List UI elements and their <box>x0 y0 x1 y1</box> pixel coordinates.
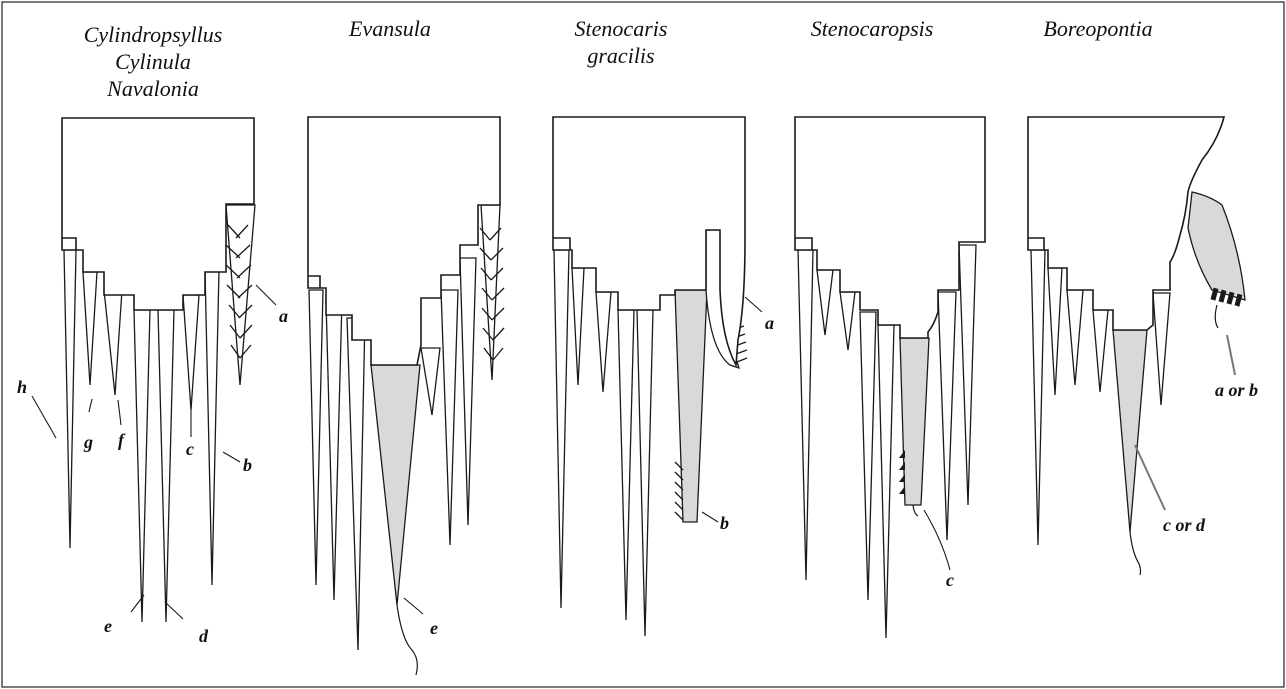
panel-evansula: Evansula e <box>307 16 505 676</box>
seta <box>1047 267 1063 396</box>
segment-notch <box>553 237 571 250</box>
panel-stenocaris: Stenocaris gracilis a b <box>552 16 774 637</box>
seta <box>1030 249 1046 546</box>
panel-title-line: Navalonia <box>106 76 199 101</box>
leader-line <box>1134 444 1166 511</box>
segment-outline <box>794 116 986 339</box>
seta-g <box>82 271 98 386</box>
leader-line <box>403 597 424 615</box>
seta-label: b <box>243 455 252 475</box>
seta-label: b <box>720 513 729 533</box>
seta <box>440 289 459 546</box>
seta-d <box>157 309 175 623</box>
seta-label: f <box>118 430 126 450</box>
seta <box>937 291 957 541</box>
panel-title-line: Stenocaris <box>575 16 668 41</box>
seta-c-or-d-tail <box>1129 531 1142 576</box>
seta <box>816 269 834 336</box>
seta-label: c <box>186 439 194 459</box>
seta <box>839 291 856 351</box>
seta-label: a <box>765 313 774 333</box>
seta-label: d <box>199 626 209 646</box>
leader-line <box>701 511 719 523</box>
setae <box>1030 249 1171 546</box>
panel-title-line: Cylindropsyllus <box>84 22 223 47</box>
panel-title-line: Cylinula <box>115 49 191 74</box>
seta <box>346 317 366 651</box>
seta-b-spinules <box>674 461 684 521</box>
plumose-spinules <box>479 227 505 361</box>
segment-outline <box>552 116 746 368</box>
seta-h <box>63 249 77 549</box>
segment-notch <box>795 237 813 250</box>
setae <box>553 249 708 637</box>
seta-c-or-d-highlighted <box>1112 329 1148 533</box>
panel-cylindropsyllus: Cylindropsyllus Cylinula Navalonia <box>17 22 288 646</box>
segment-outline <box>1027 116 1226 331</box>
seta-label: e <box>104 616 112 636</box>
seta <box>308 289 324 586</box>
seta <box>420 347 441 416</box>
segment-notch <box>62 237 77 250</box>
panel-boreopontia: Boreopontia a or b c or d <box>1027 16 1258 576</box>
seta <box>595 291 612 393</box>
seta-e-highlighted <box>370 364 421 606</box>
seta <box>459 257 477 526</box>
seta <box>636 309 654 637</box>
seta <box>859 311 877 601</box>
leader-line <box>1226 334 1236 376</box>
seta-a-or-b-spinules <box>1210 287 1243 307</box>
panel-title-line: Boreopontia <box>1043 16 1152 41</box>
seta <box>797 249 814 581</box>
seta-f <box>103 289 123 396</box>
seta-e-tail <box>396 604 418 676</box>
seta-e <box>133 309 151 623</box>
seta <box>1092 309 1109 393</box>
seta <box>617 309 635 621</box>
seta <box>571 267 585 386</box>
panel-stenocaropsis: Stenocaropsis c <box>794 16 986 639</box>
panel-title-line: Stenocaropsis <box>811 16 934 41</box>
seta-label: e <box>430 618 438 638</box>
leader-lines <box>31 284 277 620</box>
segment-outline <box>61 117 255 311</box>
seta-c-spinules <box>899 450 905 494</box>
leader-line <box>744 296 763 313</box>
setae <box>308 204 501 651</box>
seta-b <box>204 269 220 586</box>
segment-notch <box>1028 237 1045 250</box>
leader-line <box>923 509 951 571</box>
seta-label: c or d <box>1163 515 1206 535</box>
seta <box>877 324 895 639</box>
seta-c-tail <box>912 504 919 517</box>
seta-label: a <box>279 306 288 326</box>
seta-a-or-b-highlighted <box>1187 191 1246 301</box>
seta-a-spinules <box>225 224 253 359</box>
segment-outline <box>307 116 501 366</box>
panel-title-line: gracilis <box>587 43 654 68</box>
seta-c <box>182 294 200 411</box>
seta-label: c <box>946 570 954 590</box>
seta-label: g <box>83 432 93 452</box>
segment-notch <box>308 275 321 288</box>
seta <box>325 299 343 601</box>
seta <box>553 249 570 609</box>
seta-label: h <box>17 377 27 397</box>
seta-label: a or b <box>1215 380 1258 400</box>
seta <box>958 244 977 506</box>
seta <box>1066 289 1084 386</box>
seta <box>1152 292 1171 406</box>
panel-title-line: Evansula <box>348 16 431 41</box>
seta-tail <box>1214 304 1219 329</box>
